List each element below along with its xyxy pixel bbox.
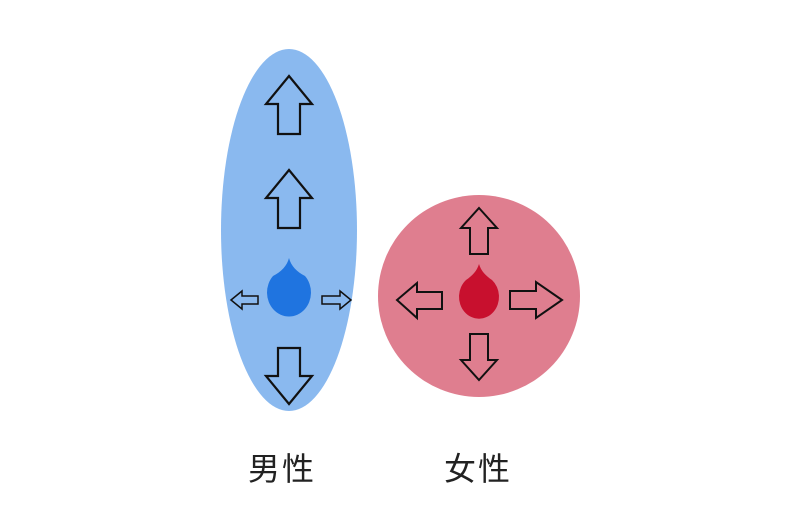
male-group (221, 49, 357, 411)
female-left-arrow (395, 280, 443, 321)
male-label: 男性 (248, 450, 317, 488)
male-up-arrow-top (263, 74, 315, 136)
female-group (378, 195, 580, 397)
male-drop-icon (267, 258, 312, 317)
male-left-arrow (229, 289, 259, 311)
male-right-arrow (321, 289, 353, 311)
male-down-arrow (263, 346, 315, 406)
female-drop-icon (459, 264, 500, 319)
male-ellipse (221, 49, 357, 411)
female-right-arrow (509, 280, 564, 320)
female-up-arrow (458, 206, 500, 255)
female-label: 女性 (444, 450, 513, 488)
female-down-arrow (458, 333, 500, 382)
male-up-arrow-middle (263, 168, 315, 230)
